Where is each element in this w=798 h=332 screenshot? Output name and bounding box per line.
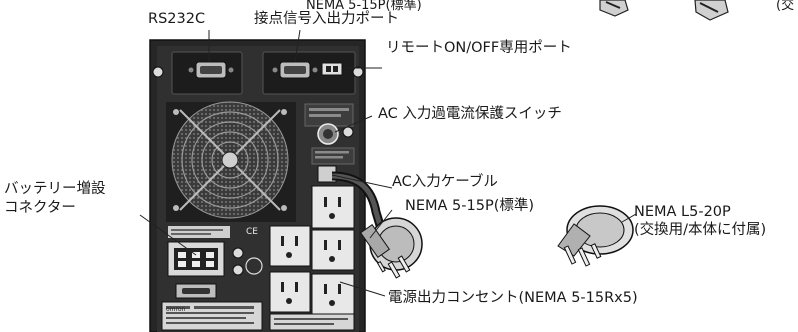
bottom-rating-plate: omron (161, 301, 355, 331)
label-nema-l5-20p-note: (交換用/本体に付属) (634, 222, 767, 238)
label-rs232c: RS232C (148, 11, 206, 27)
leader-lines (139, 29, 637, 297)
label-output-outlets: 電源出力コンセント(NEMA 5-15Rx5) (388, 290, 638, 306)
label-battery-connector-line2: コネクター (4, 200, 76, 216)
remote-onoff-port (321, 62, 343, 76)
nema-l5-20p-plug (557, 205, 634, 267)
label-contact-signal-port: 接点信号入出力ポート (254, 11, 399, 27)
label-remote-onoff-port: リモートON/OFF専用ポート (386, 40, 572, 56)
contact-signal-port (272, 61, 318, 79)
nema-5-15p-plug (359, 217, 423, 279)
label-ac-input-cable: AC入力ケーブル (392, 174, 498, 190)
outlet-slots (281, 197, 341, 306)
svg-text:CE: CE (246, 227, 258, 237)
cropped-top-label-right: (交 (776, 0, 795, 13)
ac-input-breaker (304, 103, 354, 145)
battery-expansion-connector (167, 241, 225, 277)
label-battery-connector-line1: バッテリー増設 (4, 181, 106, 197)
brand-mark: omron (166, 306, 186, 313)
cropped-plug-top-right (694, 0, 729, 21)
rs232c-port (188, 61, 234, 79)
ul-mark (245, 257, 263, 275)
cooling-fan (166, 101, 296, 222)
lower-db-port (175, 283, 217, 299)
warning-sticker (168, 226, 230, 238)
label-nema-l5-20p: NEMA L5-20P (634, 204, 731, 220)
ce-mark: CE (246, 227, 258, 237)
input-rating-plate (311, 147, 355, 165)
cropped-top-label-left: NEMA 5-15P(標準) (306, 0, 422, 13)
outlet-grid (269, 185, 355, 315)
label-nema-5-15p: NEMA 5-15P(標準) (405, 198, 535, 214)
cropped-plug-top-left (599, 0, 629, 17)
label-breaker: AC 入力過電流保護スイッチ (378, 106, 562, 122)
